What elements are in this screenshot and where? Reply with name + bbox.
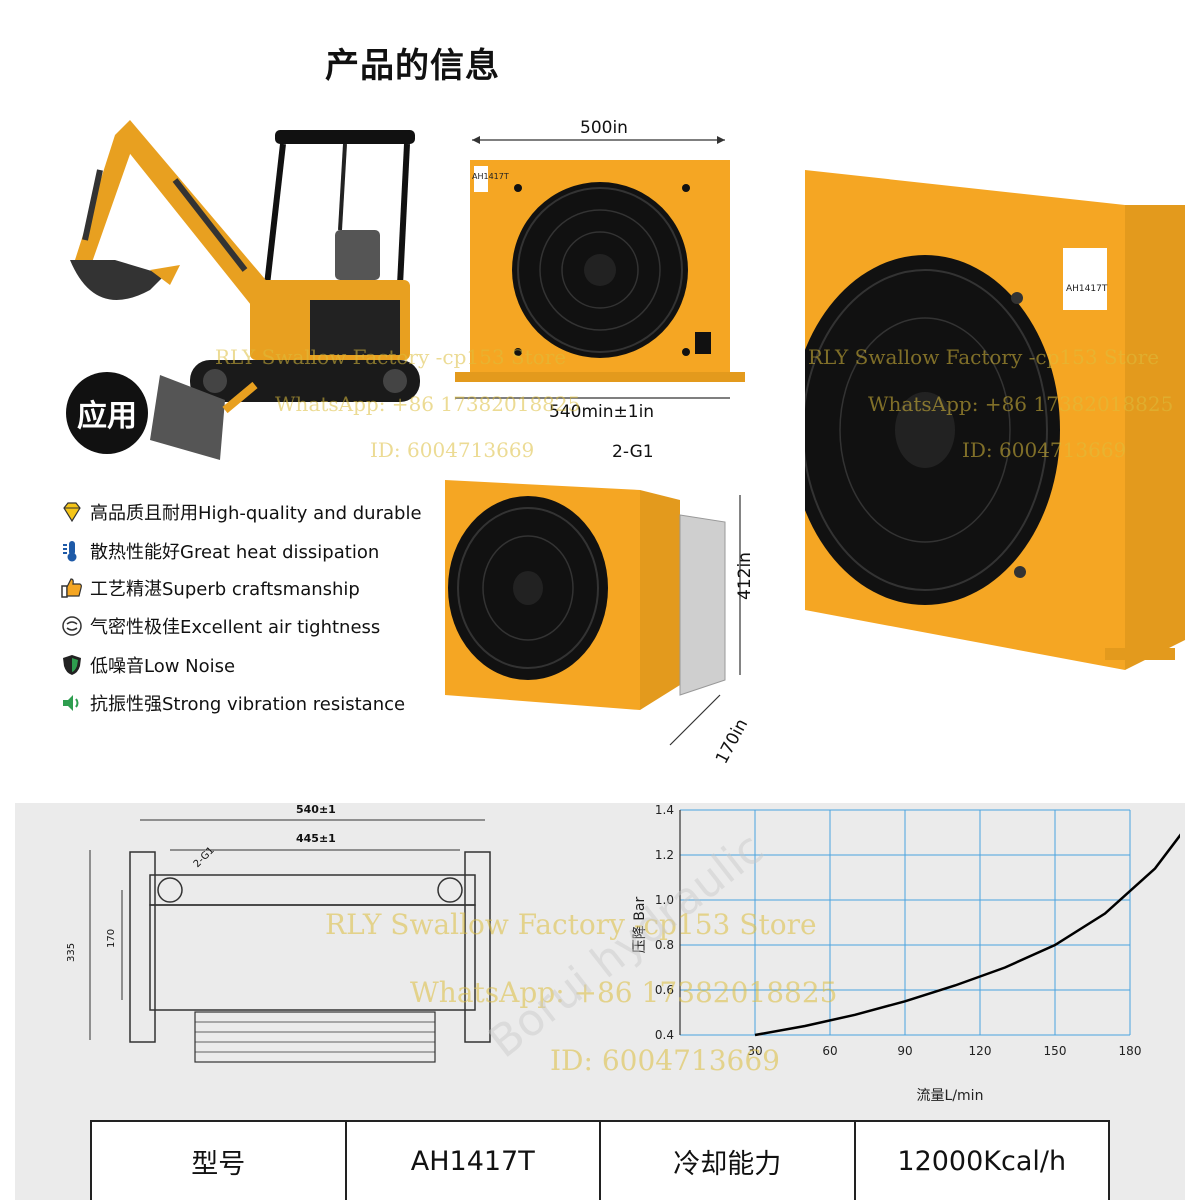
x-tick-label: 30	[747, 1044, 762, 1058]
page-title: 产品的信息	[325, 46, 500, 86]
watermark-whatsapp-right: WhatsApp: +86 17382018825	[868, 392, 1174, 416]
thermometer-icon	[60, 539, 84, 563]
feature-label: 低噪音Low Noise	[90, 656, 236, 677]
excavator-image	[55, 110, 425, 470]
diamond-icon	[60, 500, 84, 524]
chart-svg: 30 60 90 120 150 180 0.4 0.6 0.8 1.0 1.2 1.4 流量L/mi…	[632, 803, 1194, 1104]
x-tick-label: 120	[969, 1044, 992, 1058]
spec-model-value: AH1417T	[347, 1122, 601, 1200]
side-port-label: 2-G1	[612, 442, 654, 462]
cooler-front-view	[440, 110, 750, 420]
x-tick-label: 150	[1044, 1044, 1067, 1058]
series-line	[754, 818, 1194, 1037]
feature-label: 散热性能好Great heat dissipation	[90, 542, 380, 563]
front-model-plate: AH1417T	[472, 172, 509, 181]
pressure-drop-chart: 30 60 90 120 150 180 0.4 0.6 0.8 1.0 1.2 1.4 流量L/mi…	[620, 800, 1194, 1110]
front-base-label: 540min±1in	[549, 402, 655, 422]
y-tick-label: 1.2	[655, 848, 674, 862]
watermark-store-lower: RLY Swallow Factory -cp153 Store	[325, 908, 817, 941]
shield-icon	[60, 653, 84, 677]
airflow-icon	[60, 614, 84, 638]
feature-vibration: 抗振性强Strong vibration resistance	[60, 690, 405, 716]
drawing-port-spacing-label: 445±1	[296, 832, 336, 845]
y-tick-label: 0.8	[655, 938, 674, 952]
drawing-inner-height-label: 170	[106, 928, 117, 948]
feature-heat: 散热性能好Great heat dissipation	[60, 538, 379, 564]
y-tick-label: 1.0	[655, 893, 674, 907]
chart-ticks: 30 60 90 120 150 180 0.4 0.6 0.8 1.0 1.2 1.4	[655, 803, 1142, 1058]
watermark-whatsapp: WhatsApp: +86 17382018825	[275, 392, 581, 416]
feature-airtight: 气密性极佳Excellent air tightness	[60, 613, 380, 639]
spec-capacity-value: 12000Kcal/h	[897, 1145, 1067, 1177]
feature-noise: 低噪音Low Noise	[60, 652, 235, 678]
drawing-height-label: 335	[66, 942, 77, 962]
watermark-store-right: RLY Swallow Factory -cp153 Store	[808, 345, 1160, 369]
technical-drawing	[70, 800, 510, 1070]
cooler-side-view	[440, 470, 770, 770]
y-tick-label: 0.6	[655, 983, 674, 997]
usage-badge: 应用	[66, 372, 148, 454]
feature-quality: 高品质且耐用High-quality and durable	[60, 499, 422, 525]
spec-model-header: 型号	[92, 1122, 347, 1200]
closeup-model-plate: AH1417T	[1066, 284, 1108, 294]
x-tick-label: 180	[1119, 1044, 1142, 1058]
x-axis-label: 流量L/min	[917, 1088, 984, 1104]
spec-capacity-header: 冷却能力	[601, 1122, 856, 1200]
thumbs-up-icon	[60, 576, 84, 600]
feature-label: 抗振性强Strong vibration resistance	[90, 694, 406, 715]
feature-label: 高品质且耐用High-quality and durable	[90, 503, 422, 524]
feature-craft: 工艺精湛Superb craftsmanship	[60, 575, 360, 601]
watermark-whatsapp-lower: WhatsApp: +86 17382018825	[410, 976, 838, 1009]
feature-label: 工艺精湛Superb craftsmanship	[90, 579, 360, 600]
x-tick-label: 60	[822, 1044, 837, 1058]
watermark-id-right: ID: 6004713669	[962, 438, 1127, 462]
speaker-icon	[60, 691, 84, 715]
watermark-id-lower: ID: 6004713669	[550, 1044, 780, 1077]
cooler-closeup	[790, 170, 1190, 690]
watermark-store: RLY Swallow Factory -cp153 Store	[215, 345, 567, 369]
front-width-label: 500in	[580, 118, 628, 138]
drawing-width-label: 540±1	[296, 803, 336, 816]
y-tick-label: 0.4	[655, 1028, 674, 1042]
x-tick-label: 90	[897, 1044, 912, 1058]
side-height-label: 412in	[735, 552, 755, 600]
spec-table: 型号 AH1417T 冷却能力 12000Kcal/h	[90, 1120, 1110, 1200]
watermark-id: ID: 6004713669	[370, 438, 535, 462]
feature-label: 气密性极佳Excellent air tightness	[90, 617, 381, 638]
y-axis-label: 压降 Bar	[632, 897, 648, 954]
y-tick-label: 1.4	[655, 803, 674, 817]
